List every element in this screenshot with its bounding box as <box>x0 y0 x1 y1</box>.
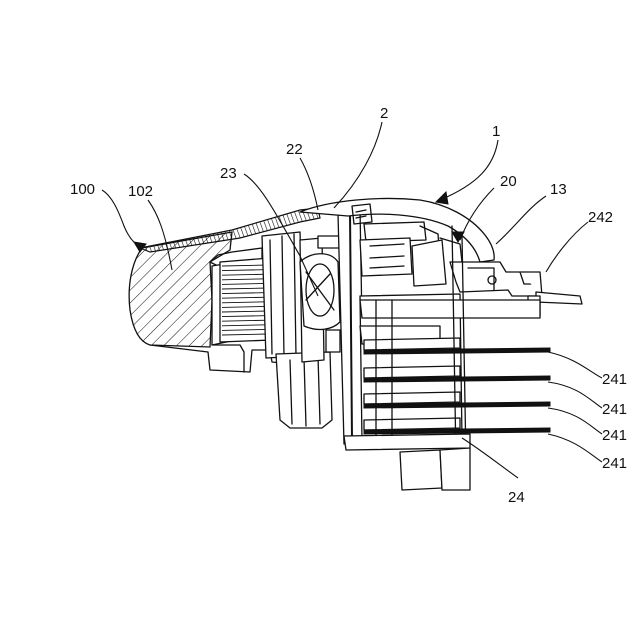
bottom-block <box>344 434 470 490</box>
ref-label-20: 20 <box>500 173 517 190</box>
leader-242 <box>546 222 588 272</box>
ref-label-24: 24 <box>508 489 525 506</box>
ref-label-2: 2 <box>380 105 388 122</box>
plate-bracket <box>364 338 460 350</box>
leader-13 <box>496 196 546 244</box>
leader-241d <box>548 434 602 462</box>
leader-2 <box>334 122 382 208</box>
plate-bracket <box>364 392 460 404</box>
leader-241a <box>548 352 602 378</box>
leader-241b <box>548 382 602 408</box>
leader-1 <box>440 140 498 200</box>
ref-label-242: 242 <box>588 209 613 226</box>
ref-label-1: 1 <box>492 123 500 140</box>
leader-22 <box>300 158 318 210</box>
leader-241c <box>548 408 602 434</box>
ref-label-241-1: 241 <box>602 371 627 388</box>
ref-label-100: 100 <box>70 181 95 198</box>
plate-bracket <box>364 418 460 430</box>
plate-bracket <box>364 366 460 378</box>
ref-label-241-4: 241 <box>602 455 627 472</box>
ref-label-241-3: 241 <box>602 427 627 444</box>
ref-label-241-2: 241 <box>602 401 627 418</box>
ref-label-23: 23 <box>220 165 237 182</box>
terminal-242 <box>536 292 582 304</box>
ref-label-102: 102 <box>128 183 153 200</box>
ref-label-22: 22 <box>286 141 303 158</box>
ref-label-13: 13 <box>550 181 567 198</box>
